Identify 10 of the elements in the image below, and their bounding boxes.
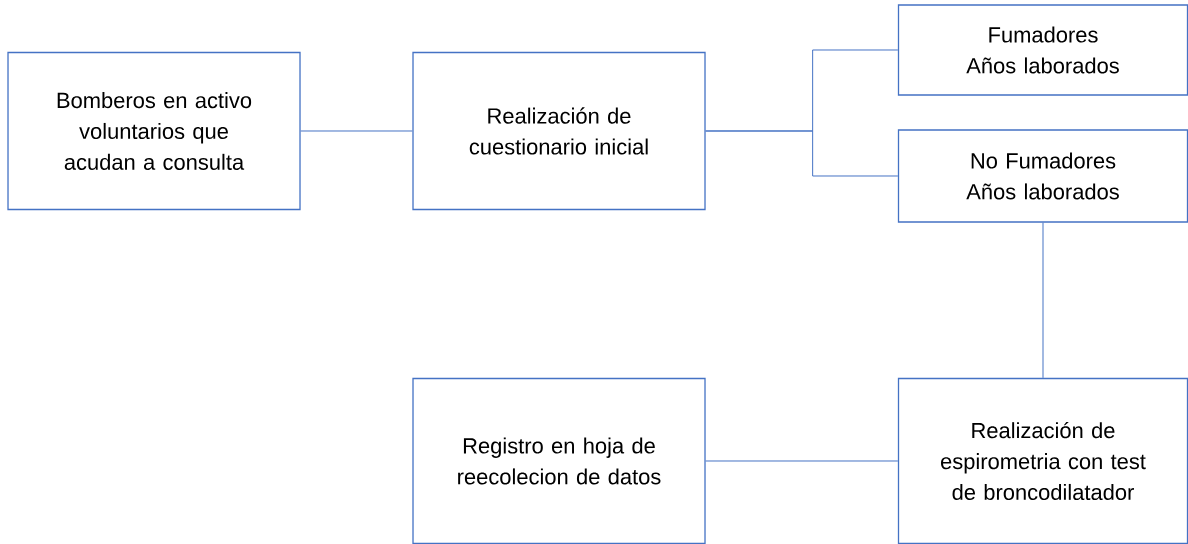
connector-line [705,130,899,177]
process-box: Realización de espirometria con test de broncodilatador [897,377,1188,544]
process-box: Realización de cuestionario inicial [412,51,706,211]
process-box: Bomberos en activo voluntarios que acudan a consulta [7,51,301,211]
process-box: Registro en hoja de reecolecion de datos [412,377,706,544]
connector-line [705,460,899,462]
process-box: No Fumadores Años laborados [897,129,1188,223]
connector-line [1042,222,1044,379]
connector-line [300,130,413,132]
process-box: Fumadores Años laborados [897,4,1188,96]
